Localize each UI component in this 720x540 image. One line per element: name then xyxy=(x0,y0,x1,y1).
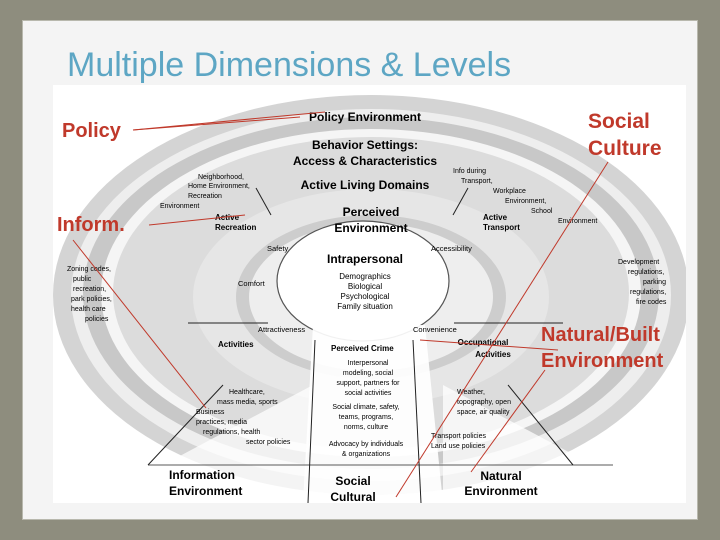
neighborhood-line: Neighborhood, xyxy=(198,174,244,181)
interpersonal-line: support, partners for xyxy=(336,380,400,387)
business-block: Business practices, media regulations, h… xyxy=(196,409,291,446)
zoning-line: policies xyxy=(85,316,109,323)
comfort-label: Comfort xyxy=(238,279,266,288)
info-during-line: Environment, xyxy=(505,198,546,205)
social-annotation-line-1: Social xyxy=(588,110,650,133)
behavior-settings-label-2: Access & Characteristics xyxy=(293,154,437,168)
development-line: fire codes xyxy=(636,299,667,306)
development-line: Development xyxy=(618,259,659,266)
natural-env-label-1: Natural xyxy=(480,469,521,483)
development-line: parking xyxy=(643,279,666,286)
intra-item: Demographics xyxy=(339,272,391,281)
info-during-line: Info during xyxy=(453,168,486,175)
intra-item: Biological xyxy=(348,282,382,291)
neighborhood-block: Neighborhood, Home Environment, Recreati… xyxy=(160,174,250,210)
convenience-label: Convenience xyxy=(413,325,457,334)
natural-built-annotation: Natural/Built Environment xyxy=(541,322,663,374)
social-cultural-label-2: Cultural xyxy=(330,490,375,503)
behavior-settings-label-1: Behavior Settings: xyxy=(312,138,418,152)
neighborhood-line: Home Environment, xyxy=(188,183,250,190)
occupational-label-1: Occupational xyxy=(458,338,509,347)
perceived-label-1: Perceived xyxy=(343,205,400,219)
intrapersonal-circle xyxy=(276,220,450,342)
social-climate-block: Social climate, safety, teams, programs,… xyxy=(332,404,399,431)
interpersonal-line: modeling, social xyxy=(343,370,394,377)
policy-annotation: Policy xyxy=(62,120,121,142)
advocacy-line: & organizations xyxy=(342,451,391,458)
intra-item: Family situation xyxy=(337,302,393,311)
occupational-label-2: Activities xyxy=(475,350,511,359)
zoning-line: health care xyxy=(71,306,106,313)
perceived-label-2: Environment xyxy=(334,221,407,235)
divider-diag-left xyxy=(147,384,224,466)
transport-policies-line: Transport policies xyxy=(431,433,486,440)
natural-annotation-line-1: Natural/Built xyxy=(541,324,660,346)
development-block: Development regulations, parking regulat… xyxy=(618,259,667,306)
weather-line: topography, open xyxy=(457,399,511,406)
zoning-line: public xyxy=(73,276,92,283)
safety-label: Safety xyxy=(267,244,289,253)
advocacy-line: Advocacy by individuals xyxy=(329,441,404,448)
social-climate-line: norms, culture xyxy=(344,424,388,431)
weather-line: Weather, xyxy=(457,389,485,396)
neighborhood-line: Environment xyxy=(160,203,199,210)
weather-line: space, air quality xyxy=(457,409,510,416)
information-env-label-1: Information xyxy=(169,468,235,482)
info-during-line: Transport, xyxy=(461,178,493,185)
accessibility-label: Accessibility xyxy=(431,244,472,253)
business-line: sector policies xyxy=(246,439,291,446)
healthcare-line: Healthcare, xyxy=(229,389,265,396)
divider-down-left xyxy=(307,339,316,503)
advocacy-block: Advocacy by individuals & organizations xyxy=(329,441,404,458)
active-transport-label-1: Active xyxy=(483,213,508,222)
healthcare-block: Healthcare, mass media, sports xyxy=(217,389,278,406)
perceived-crime-label: Perceived Crime xyxy=(331,344,394,353)
info-during-line: Environment xyxy=(558,218,597,225)
activities-label: Activities xyxy=(218,340,254,349)
attractiveness-label: Attractiveness xyxy=(258,325,305,334)
information-env-label-2: Environment xyxy=(169,484,242,498)
slide-title: Multiple Dimensions & Levels xyxy=(67,46,512,84)
social-cultural-label-1: Social xyxy=(335,474,370,488)
healthcare-line: mass media, sports xyxy=(217,399,278,406)
active-recreation-label-2: Recreation xyxy=(215,223,256,232)
zoning-line: recreation, xyxy=(73,286,106,293)
divider-upper-left xyxy=(255,187,272,216)
social-climate-line: teams, programs, xyxy=(339,414,394,421)
policy-environment-label: Policy Environment xyxy=(309,110,421,124)
info-during-line: Workplace xyxy=(493,188,526,195)
development-line: regulations, xyxy=(628,269,664,276)
social-climate-line: Social climate, safety, xyxy=(332,404,399,411)
inform-annotation: Inform. xyxy=(57,214,125,236)
business-line: regulations, health xyxy=(203,429,260,436)
social-annotation-line-2: Culture xyxy=(588,137,662,161)
active-living-domains-label: Active Living Domains xyxy=(301,178,430,192)
zoning-line: Zoning codes, xyxy=(67,266,111,273)
social-culture-annotation: Social Culture xyxy=(588,108,662,163)
transport-policies-line: Land use policies xyxy=(431,443,486,450)
active-recreation-label-1: Active xyxy=(215,213,240,222)
interpersonal-block: Interpersonal modeling, social support, … xyxy=(336,360,400,397)
interpersonal-line: Interpersonal xyxy=(348,360,389,367)
zoning-line: park policies, xyxy=(71,296,112,303)
info-sector xyxy=(148,385,313,503)
intra-item: Psychological xyxy=(341,292,390,301)
info-during-line: School xyxy=(531,208,553,215)
business-line: practices, media xyxy=(196,419,247,426)
natural-annotation-line-2: Environment xyxy=(541,350,664,372)
neighborhood-line: Recreation xyxy=(188,193,222,200)
natural-env-label-2: Environment xyxy=(464,484,537,498)
development-line: regulations, xyxy=(630,289,666,296)
active-transport-label-2: Transport xyxy=(483,223,520,232)
business-line: Business xyxy=(196,409,225,416)
intrapersonal-label: Intrapersonal xyxy=(327,252,403,266)
interpersonal-line: social activities xyxy=(345,390,392,397)
